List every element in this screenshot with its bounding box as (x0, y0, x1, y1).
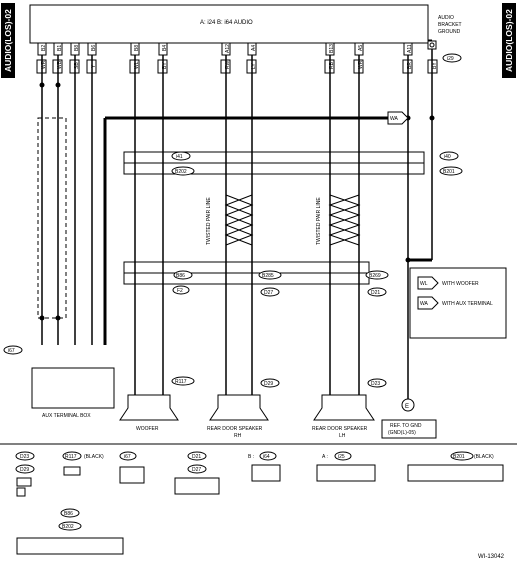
twisted-label-lh: TWISTED PAIR LINE (316, 197, 322, 245)
svg-text:WB: WB (57, 60, 63, 69)
woofer-speaker (119, 394, 179, 421)
svg-text:B :: B : (248, 454, 254, 460)
rear-rh-label-2: RH (234, 433, 242, 439)
svg-text:(BLACK): (BLACK) (474, 454, 494, 460)
svg-text:A5: A5 (358, 45, 364, 51)
svg-text:BY: BY (162, 62, 168, 69)
svg-text:WL: WL (420, 281, 428, 287)
rear-lh-label-1: REAR DOOR SPEAKER (312, 426, 368, 432)
svg-text:R117: R117 (175, 379, 187, 385)
connector-pinouts (15, 451, 504, 555)
svg-text:B13: B13 (329, 44, 335, 53)
svg-text:A12: A12 (225, 44, 231, 53)
svg-text:B4: B4 (162, 45, 168, 51)
svg-text:i40: i40 (444, 154, 451, 160)
svg-text:A :: A : (322, 454, 328, 460)
svg-text:B8: B8 (74, 45, 80, 51)
svg-text:B285: B285 (262, 273, 274, 279)
wires (37, 49, 433, 400)
twisted-label-rh: TWISTED PAIR LINE (206, 197, 212, 245)
legend-woofer: WITH WOOFER (442, 281, 479, 287)
gnd-ref-2: (GND(L)-05) (388, 430, 416, 436)
svg-text:i41: i41 (176, 154, 183, 160)
rear-lh-label-2: LH (339, 433, 346, 439)
figure-id: WI-13042 (478, 554, 505, 560)
svg-text:B202: B202 (175, 169, 187, 175)
svg-text:WA: WA (420, 301, 429, 307)
svg-text:R117: R117 (65, 454, 77, 460)
svg-text:D21: D21 (371, 290, 380, 296)
ground-label-3: GROUND (438, 29, 461, 35)
svg-text:i64: i64 (263, 454, 270, 460)
svg-text:WR: WR (41, 60, 47, 69)
svg-text:D23: D23 (371, 381, 380, 387)
svg-text:SB: SB (74, 62, 80, 69)
svg-text:D27: D27 (192, 467, 201, 473)
svg-text:B6: B6 (91, 45, 97, 51)
ground-label-2: BRACKET (438, 22, 462, 28)
svg-text:i29: i29 (447, 56, 454, 62)
svg-text:i67: i67 (8, 348, 15, 354)
svg-text:i25: i25 (338, 454, 345, 460)
audio-connectors: A: i24 B: i64 AUDIO (200, 20, 253, 26)
svg-text:B201: B201 (443, 169, 455, 175)
wa-arrow-tag (387, 111, 409, 125)
svg-text:A11: A11 (407, 44, 413, 53)
ground-label-1: AUDIO (438, 15, 454, 21)
ground-symbol (401, 398, 415, 412)
rear-rh-label-1: REAR DOOR SPEAKER (207, 426, 263, 432)
svg-text:B1: B1 (57, 45, 63, 51)
svg-text:B2: B2 (41, 45, 47, 51)
rear-rh-speaker (209, 394, 269, 421)
legend-aux: WITH AUX TERMINAL (442, 301, 493, 307)
svg-text:D29: D29 (20, 467, 29, 473)
svg-text:Y: Y (91, 64, 97, 68)
gnd-ref-1: REF. TO GND (390, 423, 422, 429)
svg-text:WR: WR (358, 60, 364, 69)
i29-conn (442, 53, 462, 63)
svg-text:(BLACK): (BLACK) (84, 454, 104, 460)
rear-lh-speaker (313, 394, 375, 421)
wire-color-tags: WR WB SB Y WL BY RW LY RB WR BR BY (36, 59, 438, 74)
svg-text:B86: B86 (64, 511, 73, 517)
svg-text:B269: B269 (369, 273, 381, 279)
svg-text:B201: B201 (453, 454, 465, 460)
audio-pin-row: B2 B1 B8 B6 B8 B4 A12 A4 B13 A5 A11 (37, 42, 413, 56)
svg-text:RB: RB (329, 61, 335, 69)
aux-terminal-box (31, 367, 115, 409)
audio-unit (29, 4, 429, 44)
svg-text:D27: D27 (264, 290, 273, 296)
svg-text:B8: B8 (134, 45, 140, 51)
svg-text:WL: WL (134, 61, 140, 69)
svg-text:BR: BR (407, 62, 413, 69)
svg-text:BY: BY (432, 62, 438, 69)
svg-text:LY: LY (251, 63, 257, 69)
svg-text:D23: D23 (20, 454, 29, 460)
svg-text:F2: F2 (177, 288, 183, 294)
svg-text:A4: A4 (251, 45, 257, 51)
svg-text:D29: D29 (264, 381, 273, 387)
svg-text:E: E (405, 404, 409, 410)
aux-label: AUX TERMINAL BOX (42, 413, 91, 419)
svg-text:B202: B202 (62, 524, 74, 530)
svg-text:i67: i67 (124, 454, 131, 460)
woofer-label: WOOFER (136, 426, 159, 432)
svg-text:D21: D21 (192, 454, 201, 460)
svg-text:B86: B86 (176, 273, 185, 279)
svg-text:RW: RW (225, 60, 231, 69)
svg-text:WA: WA (390, 116, 399, 122)
